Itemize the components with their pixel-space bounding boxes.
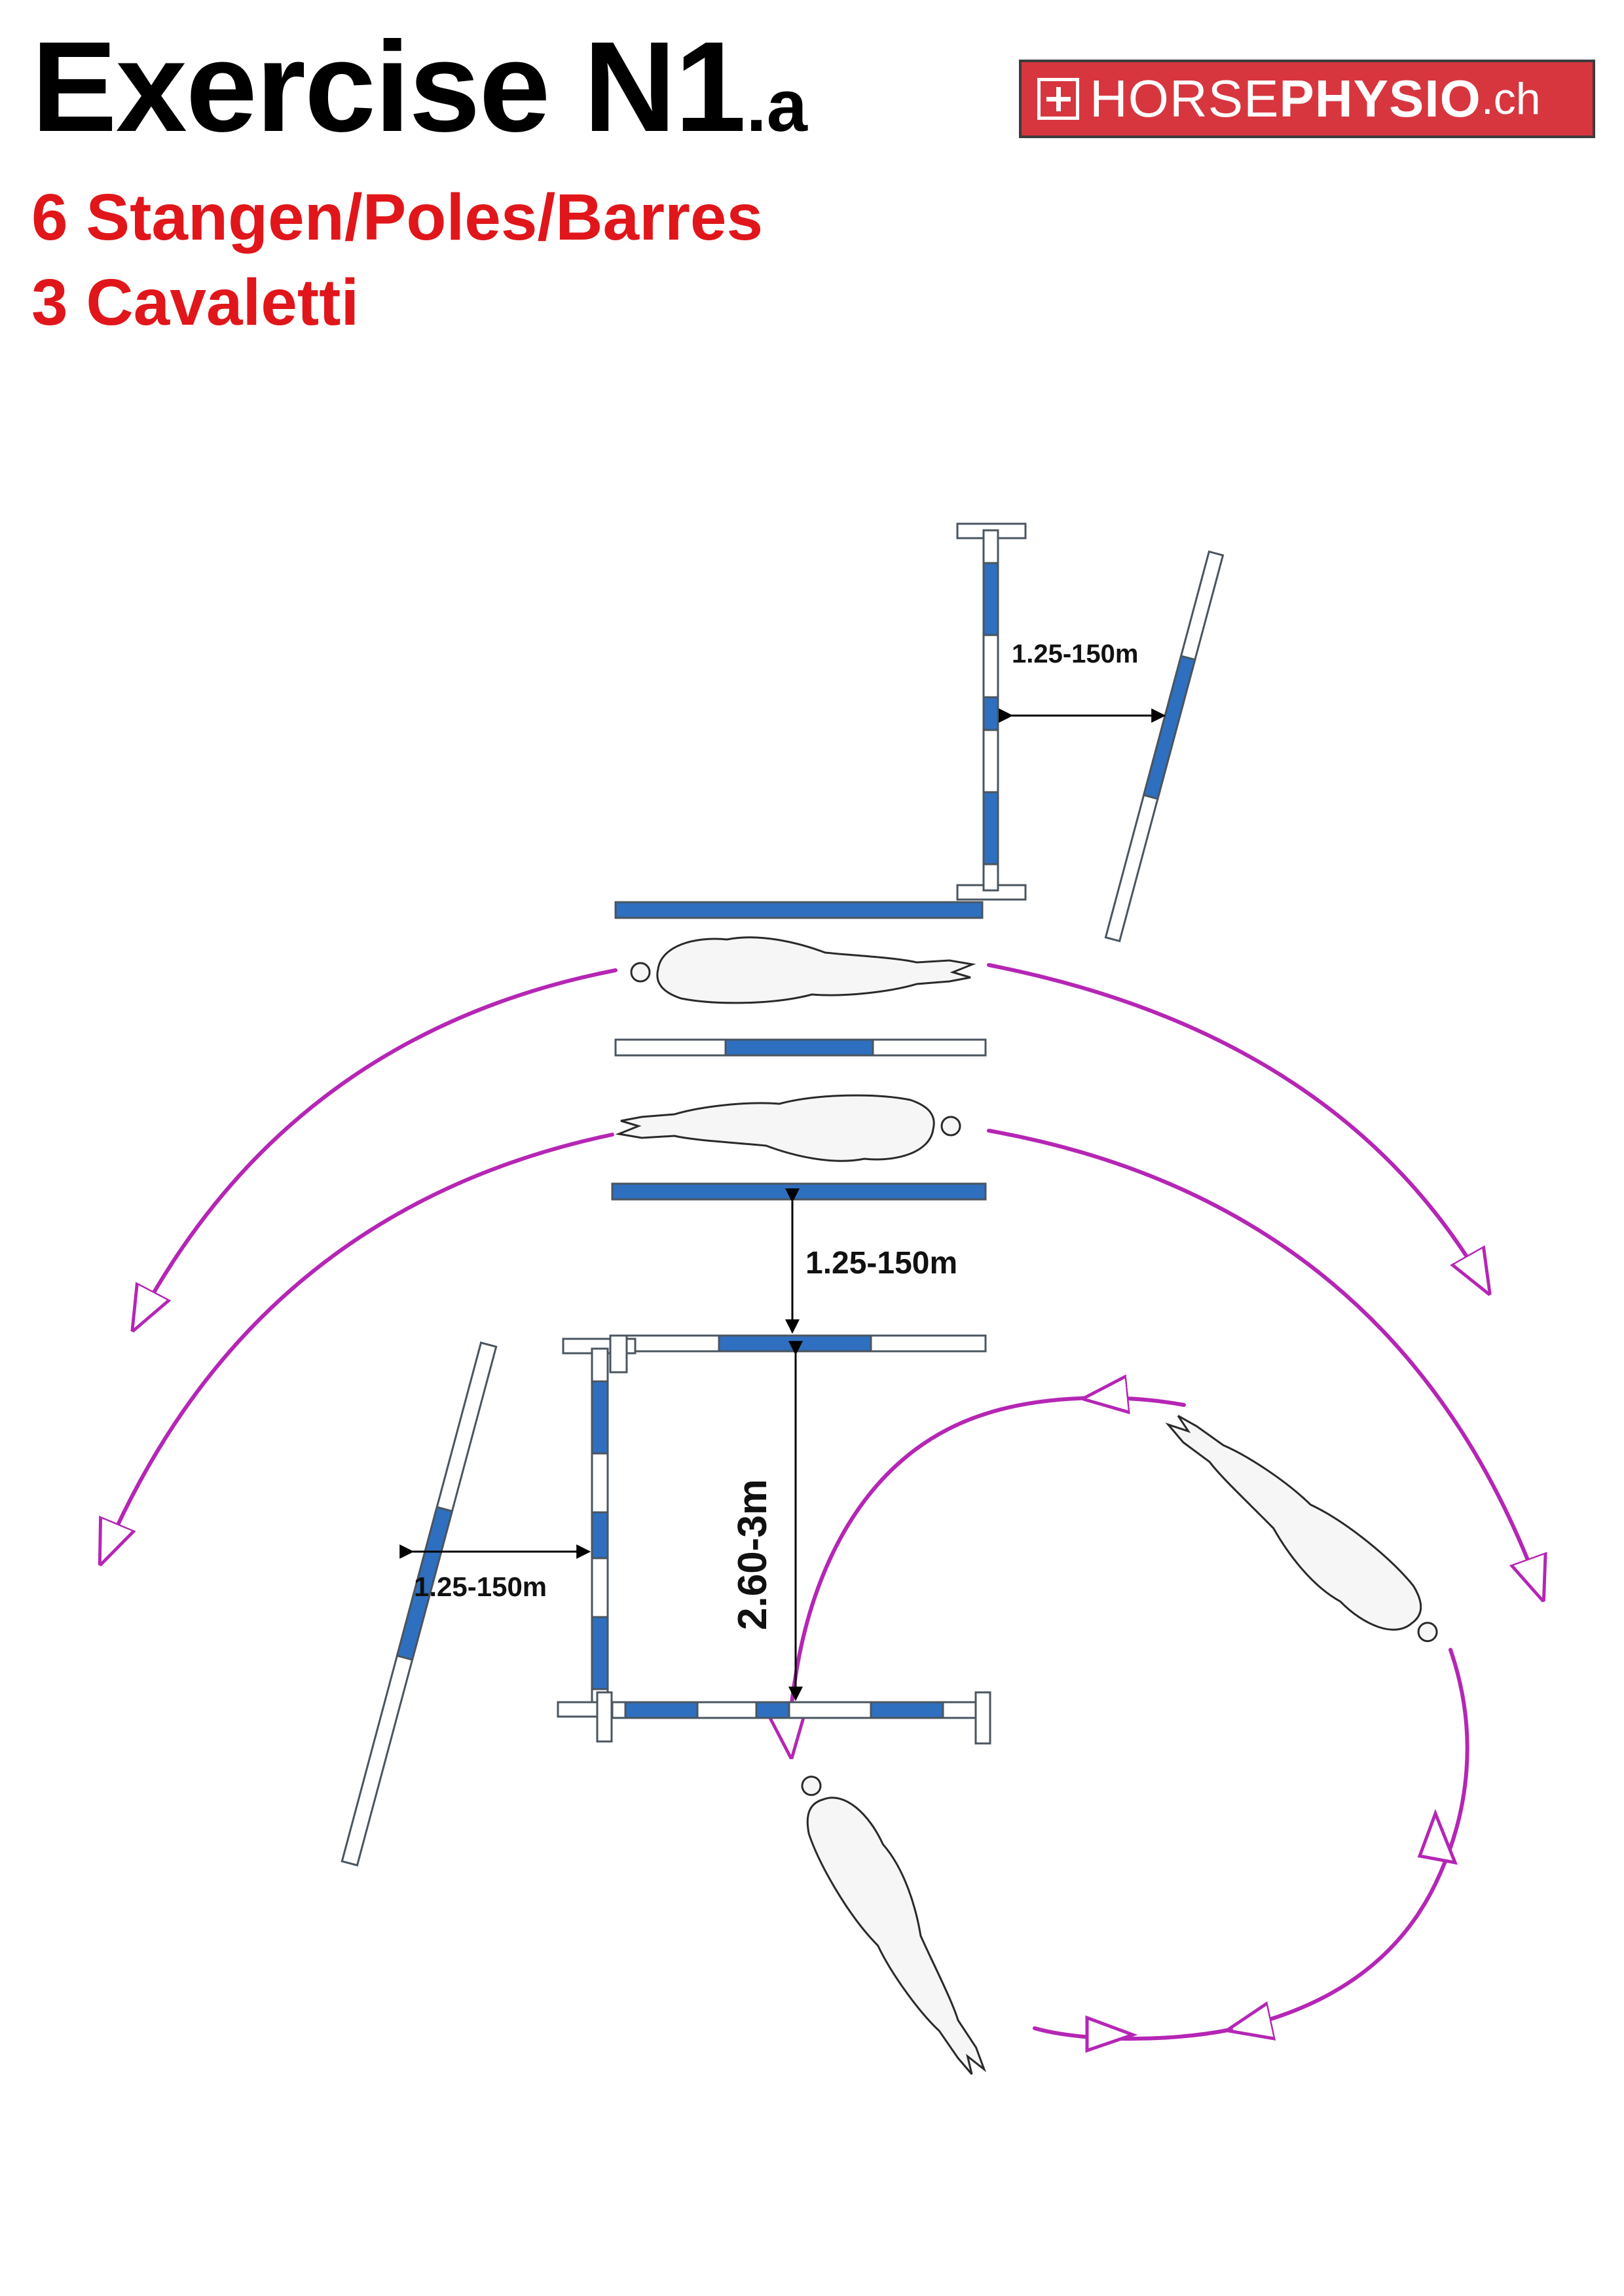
- circle-arrow-bottom: [1085, 2015, 1138, 2053]
- circle-right: [1231, 1648, 1469, 2030]
- circle-arrow-right: [1417, 1809, 1458, 1865]
- page-title: Exercise N1.a: [31, 23, 807, 151]
- dimension-vertical: 2.60-3m: [730, 1479, 775, 1630]
- title-suffix: .a: [746, 65, 807, 147]
- title-main: Exercise N1: [31, 15, 746, 158]
- outer-arc-right: [987, 963, 1488, 1291]
- dimension-middle: 1.25-150m: [805, 1246, 957, 1281]
- circle-top-left: [1087, 1394, 1126, 1398]
- horse-2: [615, 1094, 961, 1162]
- logo-text-domain: .ch: [1481, 74, 1541, 124]
- logo-text-physio: PHYSIO: [1279, 69, 1481, 128]
- pole-1: [614, 901, 984, 919]
- outer-arc-left: [134, 968, 618, 1328]
- subtitle-cavaletti: 3 Cavaletti: [31, 266, 360, 339]
- swiss-cross-icon: [1037, 78, 1079, 120]
- dimension-left: 1.25-150m: [414, 1571, 547, 1602]
- horse-3: [1165, 1415, 1438, 1643]
- dimension-top: 1.25-150m: [1012, 640, 1138, 668]
- pole-3: [611, 1182, 987, 1201]
- subtitle-poles: 6 Stangen/Poles/Barres: [31, 181, 764, 254]
- horse-4: [801, 1776, 987, 2075]
- pole-left-angled: [341, 1341, 498, 1867]
- inner-arc-right: [987, 1129, 1542, 1597]
- pole-top-right: [1104, 550, 1225, 943]
- horse-1: [630, 936, 976, 1004]
- inner-arc-left: [101, 1133, 614, 1561]
- logo-text-horse: HORSE: [1090, 69, 1280, 128]
